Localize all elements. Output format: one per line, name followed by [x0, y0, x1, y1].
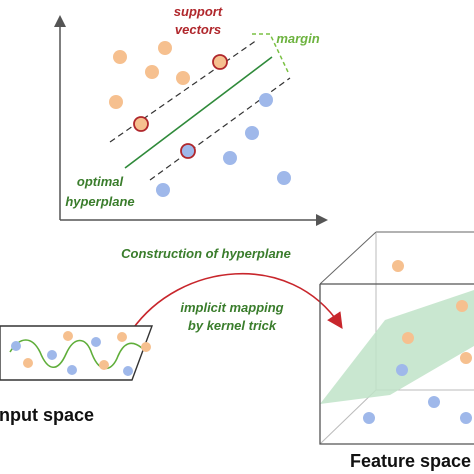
- mapping-arrow: [131, 272, 343, 331]
- support-vectors-label: support: [174, 4, 223, 19]
- orange-point: [99, 360, 109, 370]
- orange-point: [141, 342, 151, 352]
- feature-space-box: [319, 283, 474, 445]
- optimal-hyperplane-label: hyperplane: [65, 194, 134, 209]
- orange-point: [23, 358, 33, 368]
- blue-point: [396, 364, 408, 376]
- orange-point: [176, 71, 190, 85]
- blue-point: [363, 412, 375, 424]
- optimal-hyperplane-label: optimal: [77, 174, 124, 189]
- orange-point: [158, 41, 172, 55]
- feature-space: Feature space: [319, 231, 474, 471]
- blue-point: [67, 365, 77, 375]
- blue-point: [245, 126, 259, 140]
- blue-point: [11, 341, 21, 351]
- orange-point: [113, 50, 127, 64]
- construction-label: Construction of hyperplane: [121, 246, 291, 261]
- orange-point: [145, 65, 159, 79]
- orange-point: [392, 260, 404, 272]
- margin-label: margin: [276, 31, 319, 46]
- mapping-label: by kernel trick: [188, 318, 277, 333]
- separating-hyperplane: [320, 290, 474, 404]
- margin-line-upper: [109, 39, 258, 143]
- orange-point: [63, 331, 73, 341]
- support-vector-orange: [212, 54, 228, 70]
- mapping-label: implicit mapping: [180, 300, 283, 315]
- blue-point: [460, 412, 472, 424]
- support-vectors-label: vectors: [175, 22, 221, 37]
- support-vector-blue: [180, 143, 196, 159]
- input-space: Input space: [0, 325, 154, 425]
- support-vector-orange: [133, 116, 149, 132]
- blue-point: [259, 93, 273, 107]
- blue-point: [223, 151, 237, 165]
- blue-point: [277, 171, 291, 185]
- orange-point: [117, 332, 127, 342]
- orange-point: [460, 352, 472, 364]
- orange-point: [456, 300, 468, 312]
- margin-bracket: [252, 33, 289, 73]
- blue-point: [123, 366, 133, 376]
- nonlinear-boundary: [9, 339, 143, 370]
- blue-point: [156, 183, 170, 197]
- input-space-plane: [0, 325, 154, 381]
- orange-point: [109, 95, 123, 109]
- orange-point: [402, 332, 414, 344]
- blue-point: [91, 337, 101, 347]
- input-space-label: Input space: [0, 405, 94, 425]
- svm-2d-plot: support vectors margin optimal hyperplan…: [54, 4, 328, 226]
- margin-line-lower: [149, 77, 291, 181]
- optimal-hyperplane-line: [124, 56, 273, 169]
- feature-space-label: Feature space: [350, 451, 471, 471]
- blue-point: [47, 350, 57, 360]
- blue-point: [428, 396, 440, 408]
